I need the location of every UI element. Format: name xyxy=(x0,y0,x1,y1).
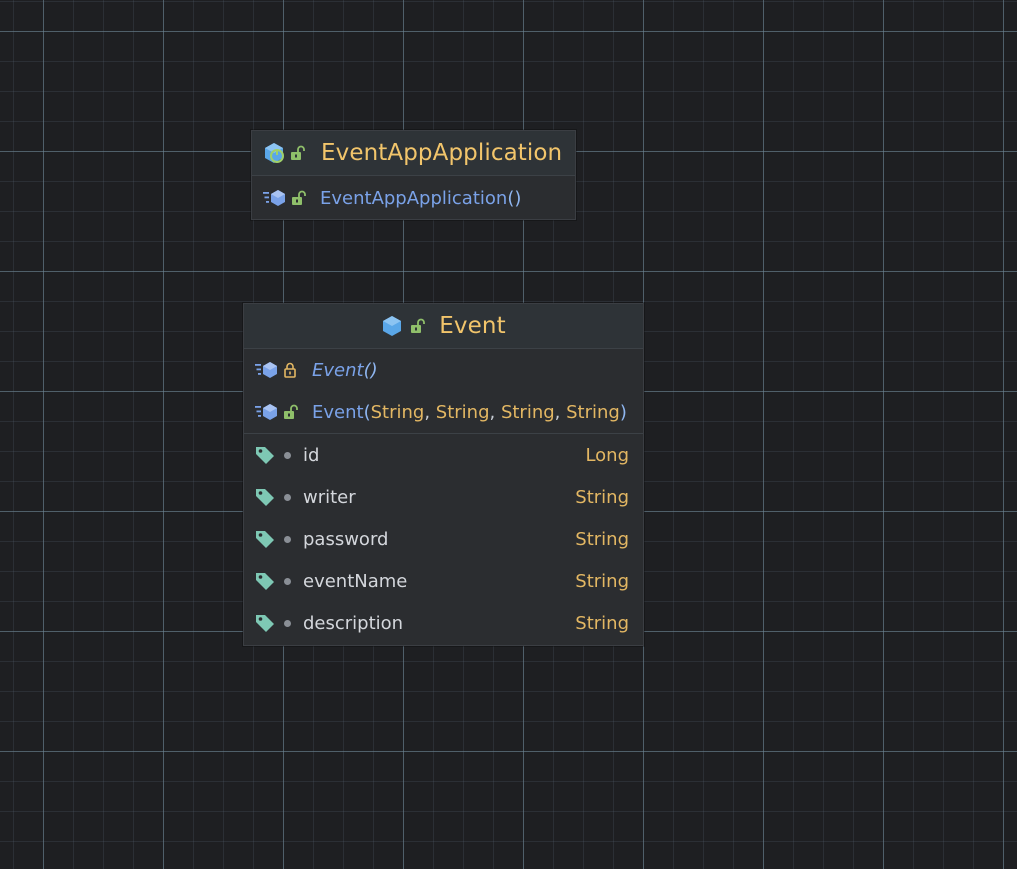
close-paren: ) xyxy=(619,401,627,423)
field-type: String xyxy=(575,528,629,550)
param-type: String xyxy=(435,401,490,423)
param-separator: , xyxy=(554,401,567,423)
protected-lock-icon xyxy=(282,362,298,378)
package-private-dot-icon xyxy=(284,535,291,543)
field-type: String xyxy=(575,570,629,592)
constructor-row[interactable]: Event() xyxy=(244,349,643,391)
field-row[interactable]: id Long xyxy=(244,434,643,476)
class-node-event[interactable]: Event Event() xyxy=(243,303,644,646)
param-type: String xyxy=(566,401,620,423)
field-type: String xyxy=(575,486,629,508)
param-separator: , xyxy=(424,401,436,423)
param-type: String xyxy=(500,401,555,423)
constructor-name: Event xyxy=(312,359,364,381)
package-private-dot-icon xyxy=(284,619,291,627)
public-unlock-icon xyxy=(289,145,305,161)
field-tag-icon xyxy=(254,487,276,507)
class-header[interactable]: Event xyxy=(244,304,643,349)
spring-boot-class-icon xyxy=(262,141,286,165)
class-title: EventAppApplication xyxy=(321,140,563,166)
public-unlock-icon xyxy=(409,318,426,334)
field-name: eventName xyxy=(303,570,408,592)
class-node-eventappapplication[interactable]: EventAppApplication Eve xyxy=(251,130,576,220)
method-icon xyxy=(254,403,278,421)
open-paren: ( xyxy=(363,401,371,423)
method-icon xyxy=(254,361,278,379)
constructor-name: EventAppApplication xyxy=(320,187,508,209)
fields-section: id Long writer String xyxy=(244,433,643,644)
field-name: writer xyxy=(303,486,356,508)
field-type: Long xyxy=(585,444,629,466)
field-tag-icon xyxy=(254,571,276,591)
field-row[interactable]: writer String xyxy=(244,476,643,518)
close-paren: ) xyxy=(514,187,522,209)
field-row[interactable]: password String xyxy=(244,518,643,560)
field-row[interactable]: description String xyxy=(244,602,643,644)
constructor-row[interactable]: Event(String, String, String, String) xyxy=(244,391,643,433)
entity-class-icon xyxy=(381,315,403,337)
param-separator: , xyxy=(489,401,501,423)
constructor-name: Event xyxy=(312,401,364,423)
field-name: password xyxy=(303,528,389,550)
field-row[interactable]: eventName String xyxy=(244,560,643,602)
class-title: Event xyxy=(439,313,506,339)
open-paren: ( xyxy=(507,187,515,209)
field-type: String xyxy=(575,612,629,634)
open-paren: ( xyxy=(363,359,371,381)
constructor-row[interactable]: EventAppApplication() xyxy=(252,176,575,220)
public-unlock-icon xyxy=(282,404,298,420)
package-private-dot-icon xyxy=(284,493,291,501)
close-paren: ) xyxy=(370,359,378,381)
param-type: String xyxy=(370,401,425,423)
package-private-dot-icon xyxy=(284,451,291,459)
class-header[interactable]: EventAppApplication xyxy=(252,131,575,176)
method-icon xyxy=(262,189,286,207)
package-private-dot-icon xyxy=(284,577,291,585)
field-tag-icon xyxy=(254,613,276,633)
field-tag-icon xyxy=(254,529,276,549)
field-tag-icon xyxy=(254,445,276,465)
field-name: id xyxy=(303,444,320,466)
public-unlock-icon xyxy=(290,190,306,206)
field-name: description xyxy=(303,612,404,634)
